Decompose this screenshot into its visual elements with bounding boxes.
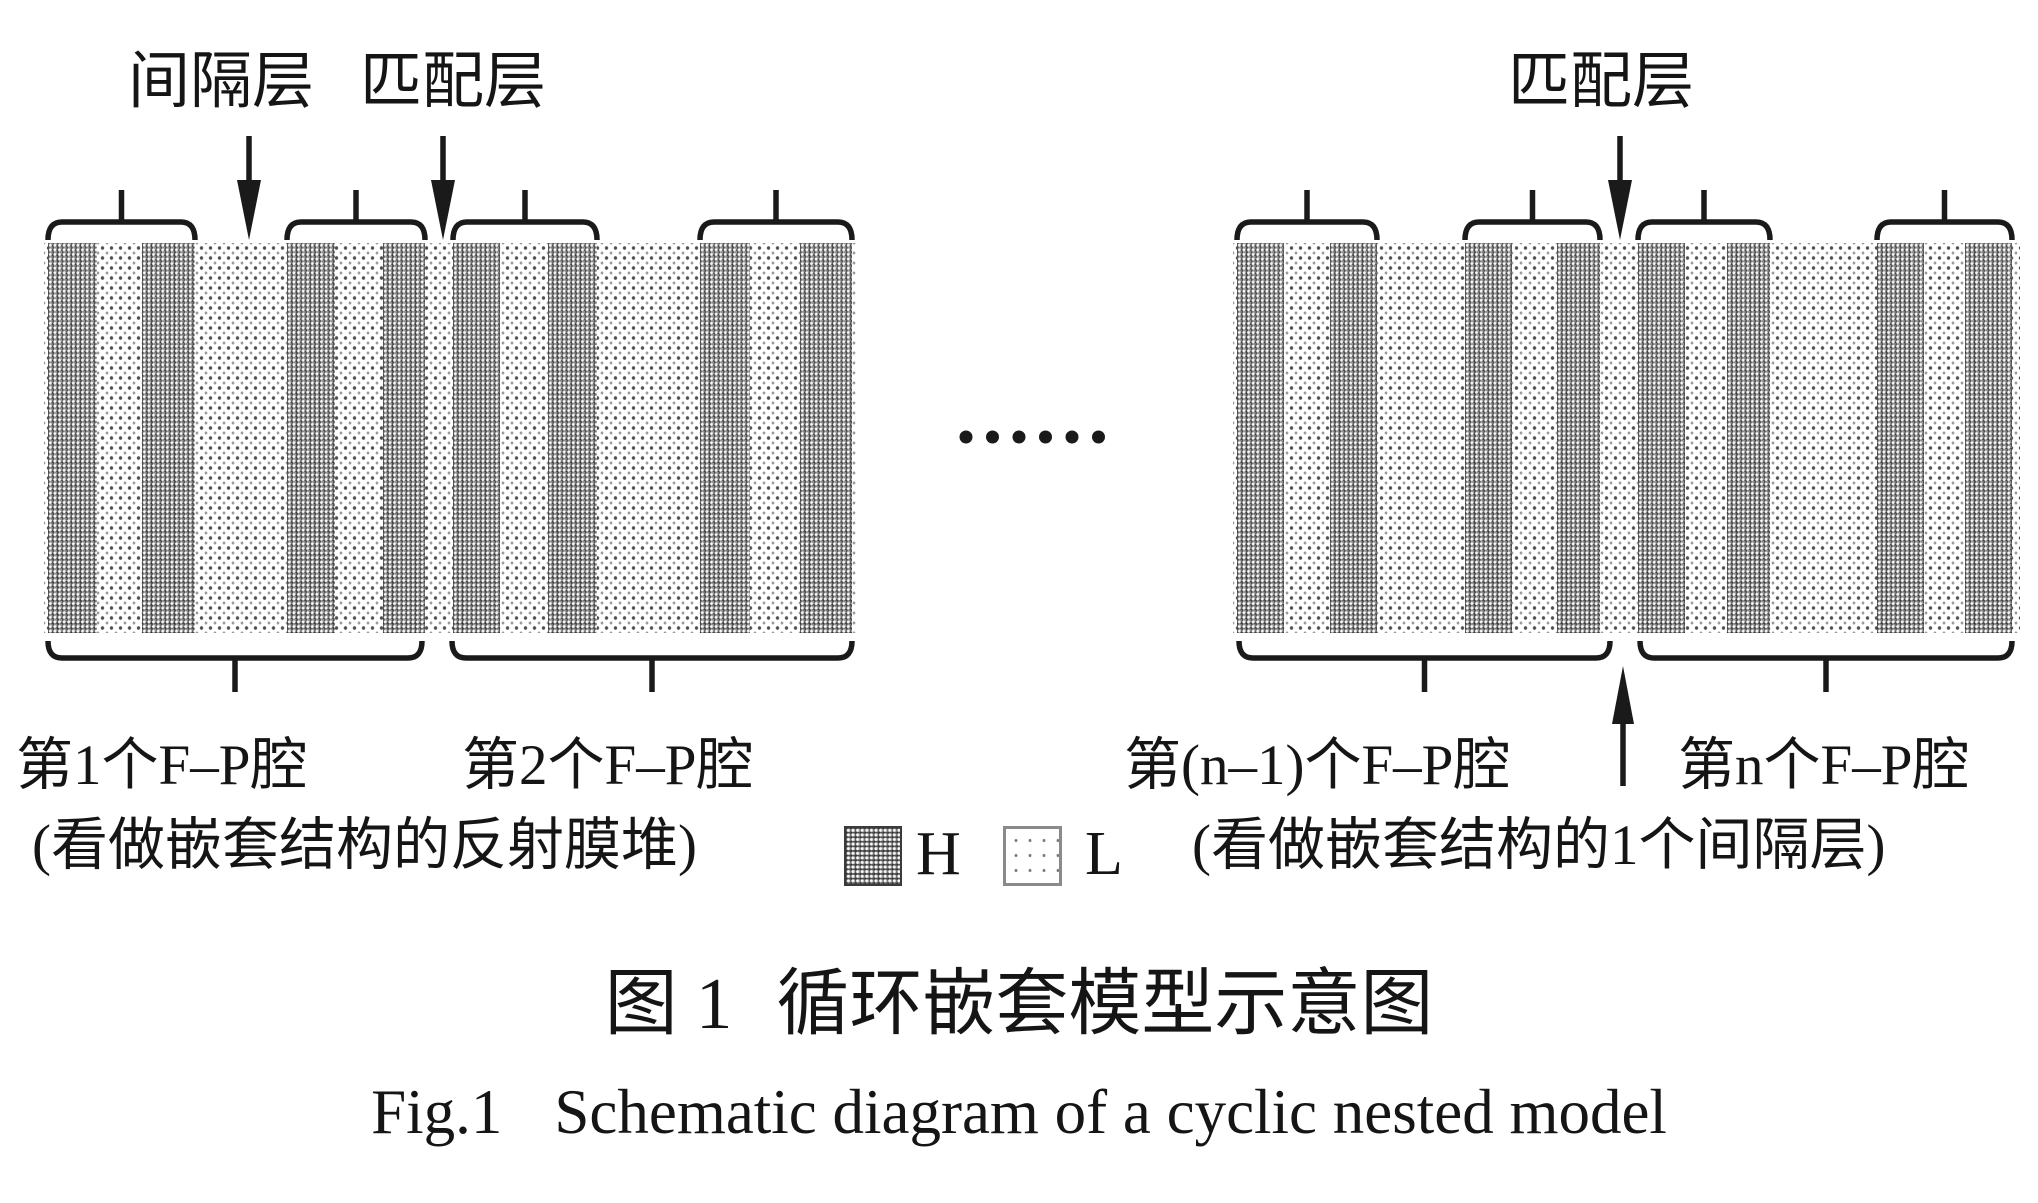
legend-h-swatch — [844, 826, 902, 886]
high-index-layer-bar — [1727, 243, 1770, 633]
caption-en-number: Fig.1 — [371, 1077, 503, 1147]
ellipsis-dot — [1065, 430, 1079, 444]
spacer-layer-label: 间隔层 — [128, 48, 315, 116]
high-index-layer-bar — [383, 243, 425, 633]
cavity-2-label: 第2个F–P腔 — [462, 734, 754, 797]
high-index-layer-bar — [548, 243, 597, 633]
top-brace — [284, 219, 428, 241]
legend-l-label: L — [1085, 820, 1123, 888]
high-index-layer-bar — [1557, 243, 1600, 633]
ellipsis-dot — [1092, 430, 1105, 444]
top-brace — [1462, 219, 1603, 241]
caption-en-title: Schematic diagram of a cyclic nested mod… — [554, 1077, 1667, 1147]
top-brace — [1635, 219, 1773, 241]
high-index-layer-bar — [1330, 243, 1377, 633]
high-index-layer-bar — [1465, 243, 1512, 633]
bottom-brace — [45, 640, 425, 661]
bottom-brace — [1236, 640, 1613, 661]
up-arrow-head — [1612, 666, 1634, 724]
high-index-layer-bar — [1638, 243, 1685, 633]
matching-layer-label-left: 匹配层 — [360, 48, 547, 116]
caption-zh-title: 循环嵌套模型示意图 — [776, 963, 1434, 1044]
high-index-layer-bar — [1965, 243, 2012, 633]
spacer-note: (看做嵌套结构的1个间隔层) — [1192, 814, 1886, 877]
cavity-n-label: 第n个F–P腔 — [1678, 734, 1970, 797]
high-index-layer-bar — [142, 243, 195, 633]
top-brace — [1234, 219, 1380, 241]
ellipsis-dot — [1039, 430, 1052, 444]
left-film-block — [44, 243, 856, 633]
high-index-layer-bar — [287, 243, 335, 633]
caption-english: Fig.1 Schematic diagram of a cyclic nest… — [0, 1076, 2038, 1149]
bottom-brace — [449, 640, 855, 661]
ellipsis-dot — [959, 430, 973, 444]
ellipsis-dot — [986, 430, 999, 444]
high-index-layer-bar — [453, 243, 500, 633]
ellipsis-dot — [1012, 430, 1026, 444]
matching-layer-label-right: 匹配层 — [1508, 48, 1695, 116]
bottom-brace — [1637, 640, 2015, 661]
cavity-1-label: 第1个F–P腔 — [16, 734, 308, 797]
top-brace — [45, 219, 198, 241]
high-index-layer-bar — [1237, 243, 1284, 633]
high-index-layer-bar — [48, 243, 97, 633]
down-arrow-head — [431, 180, 455, 240]
top-brace — [450, 219, 600, 241]
caption-zh-number: 图 1 — [604, 963, 733, 1044]
high-index-layer-bar — [1877, 243, 1924, 633]
reflective-stack-note: (看做嵌套结构的反射膜堆) — [32, 814, 697, 877]
cavity-n-minus-1-label: 第(n–1)个F–P腔 — [1124, 734, 1511, 797]
top-brace — [1874, 219, 2015, 241]
high-index-layer-bar — [800, 243, 852, 633]
right-film-block — [1233, 243, 2020, 633]
down-arrow-head — [237, 180, 261, 240]
caption-chinese: 图 1 循环嵌套模型示意图 — [0, 944, 2038, 1050]
legend-l-swatch — [1003, 826, 1062, 886]
down-arrow-head — [1608, 180, 1632, 240]
high-index-layer-bar — [700, 243, 750, 633]
legend-h-label: H — [916, 820, 961, 888]
top-brace — [697, 219, 855, 241]
